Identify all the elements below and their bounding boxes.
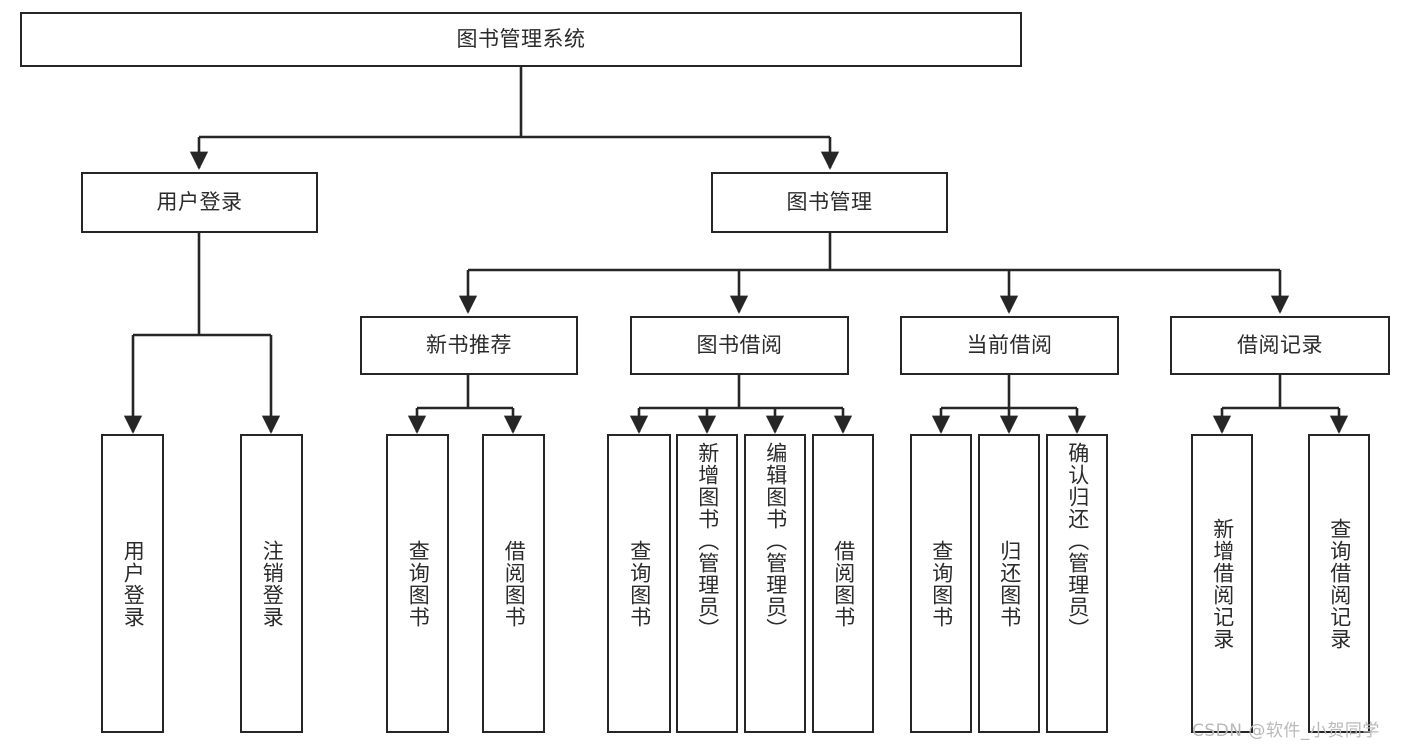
node-root-label: 图书管理系统	[456, 26, 586, 51]
node-leaf-user-login-label: 用户登录	[121, 539, 146, 628]
node-user-login[interactable]: 用户登录	[81, 172, 318, 233]
node-book-borrow[interactable]: 图书借阅	[630, 316, 849, 375]
node-leaf-confirm-return-label: 确认归还（管理员）	[1065, 442, 1090, 640]
node-book-manage-label: 图书管理	[786, 189, 873, 214]
node-leaf-borrow-book-2[interactable]: 借阅图书	[812, 434, 874, 733]
node-new-book-rec-label: 新书推荐	[426, 332, 512, 357]
node-leaf-query-record[interactable]: 查询借阅记录	[1308, 434, 1370, 733]
node-leaf-borrow-book-1-label: 借阅图书	[502, 539, 527, 628]
node-leaf-query-book-1[interactable]: 查询图书	[386, 434, 449, 733]
node-leaf-logout-label: 注销登录	[260, 539, 285, 628]
node-leaf-edit-book[interactable]: 编辑图书（管理员）	[744, 434, 806, 733]
node-current-borrow-label: 当前借阅	[966, 332, 1053, 357]
node-leaf-query-book-2[interactable]: 查询图书	[607, 434, 671, 733]
node-leaf-user-login[interactable]: 用户登录	[101, 434, 164, 733]
node-leaf-logout[interactable]: 注销登录	[240, 434, 303, 733]
node-leaf-add-record-label: 新增借阅记录	[1210, 517, 1235, 650]
node-new-book-rec[interactable]: 新书推荐	[360, 316, 578, 375]
node-leaf-query-book-2-label: 查询图书	[627, 539, 652, 628]
node-leaf-query-book-1-label: 查询图书	[406, 539, 431, 628]
node-borrow-record-label: 借阅记录	[1237, 332, 1323, 357]
node-leaf-query-record-label: 查询借阅记录	[1327, 517, 1352, 650]
node-leaf-add-record[interactable]: 新增借阅记录	[1191, 434, 1253, 733]
node-leaf-borrow-book-1[interactable]: 借阅图书	[482, 434, 545, 733]
node-book-manage[interactable]: 图书管理	[711, 172, 948, 233]
node-root[interactable]: 图书管理系统	[20, 12, 1022, 67]
node-leaf-borrow-book-2-label: 借阅图书	[831, 539, 856, 628]
node-leaf-query-book-3[interactable]: 查询图书	[910, 434, 972, 733]
node-user-login-label: 用户登录	[156, 189, 243, 214]
node-book-borrow-label: 图书借阅	[696, 332, 783, 357]
node-leaf-add-book-label: 新增图书（管理员）	[695, 442, 720, 640]
node-leaf-confirm-return[interactable]: 确认归还（管理员）	[1046, 434, 1108, 733]
node-leaf-query-book-3-label: 查询图书	[929, 539, 954, 628]
node-leaf-edit-book-label: 编辑图书（管理员）	[763, 442, 788, 640]
node-leaf-add-book[interactable]: 新增图书（管理员）	[676, 434, 738, 733]
csdn-watermark: CSDN @软件_小贺同学	[1192, 721, 1380, 741]
node-borrow-record[interactable]: 借阅记录	[1170, 316, 1390, 375]
node-leaf-return-book[interactable]: 归还图书	[978, 434, 1040, 733]
node-current-borrow[interactable]: 当前借阅	[900, 316, 1119, 375]
node-leaf-return-book-label: 归还图书	[997, 539, 1022, 628]
